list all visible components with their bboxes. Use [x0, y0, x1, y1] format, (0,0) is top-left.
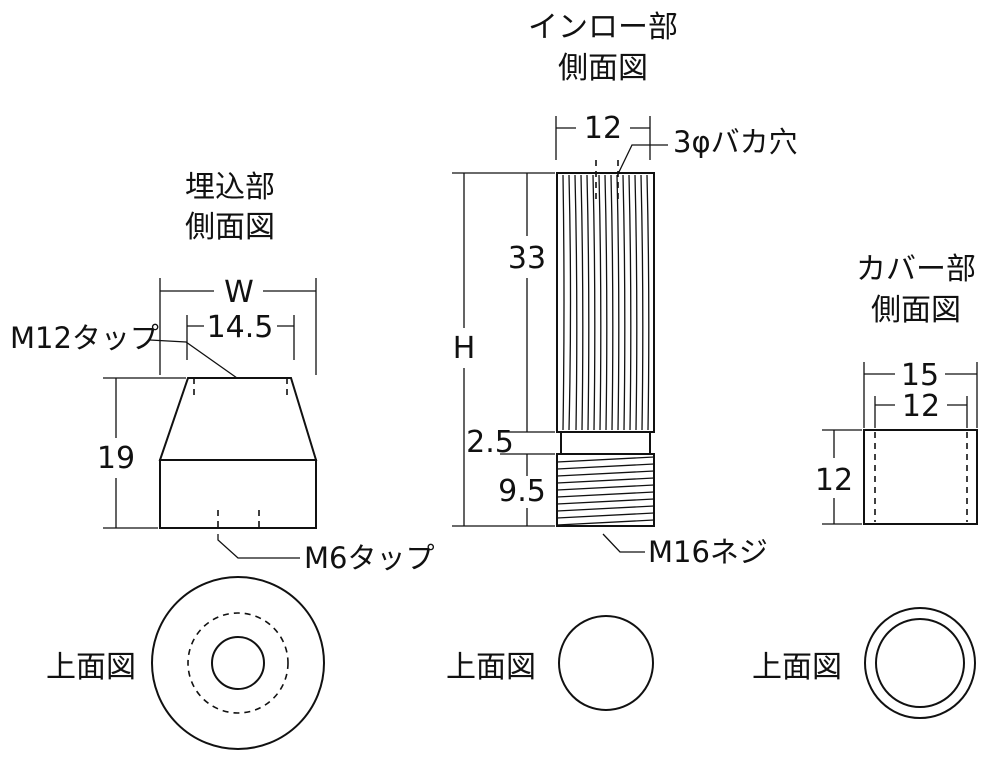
embed-tap-bottom-label: M6タップ — [304, 541, 434, 575]
embed-title-line2: 側面図 — [185, 210, 275, 245]
spigot-dim-width: 12 — [555, 111, 651, 160]
spigot-thread-lines — [556, 456, 655, 526]
spigot-top-view-circle — [558, 615, 654, 711]
spigot-title-line1: インロー部 — [528, 10, 678, 45]
cover-dim-inner: 12 — [874, 389, 968, 428]
embed-top-view-hole — [211, 636, 265, 690]
embed-taper-body — [158, 377, 318, 461]
embed-title-line1: 埋込部 — [185, 170, 275, 205]
spigot-dim-segments: 33 2.5 9.5 — [466, 173, 555, 526]
embed-top-view-label: 上面図 — [46, 650, 136, 685]
embed-top-view-tap-circle — [187, 612, 289, 714]
spigot-neck — [560, 431, 651, 455]
spigot-hole-leader — [617, 144, 668, 175]
embed-dim-height: 19 — [97, 377, 186, 529]
cover-dim-inner-label: 12 — [902, 389, 940, 424]
spigot-dim-thread-label: 9.5 — [498, 474, 546, 509]
embed-tap-top-label: M12タップ — [10, 321, 159, 355]
embed-top-view-outer — [151, 576, 325, 750]
cover-body — [863, 429, 978, 525]
spigot-dim-total-height-label: H — [453, 331, 476, 366]
spigot-part: インロー部 側面図 12 3φバカ穴 — [446, 10, 798, 711]
cover-top-view-label: 上面図 — [752, 650, 842, 685]
spigot-dim-width-label: 12 — [584, 111, 622, 146]
spigot-dim-upper-label: 33 — [508, 241, 546, 276]
cover-dim-outer: 15 — [863, 358, 978, 428]
embed-tap-top-leader — [149, 339, 238, 379]
cover-dim-height: 12 — [815, 429, 862, 525]
spigot-top-view-label: 上面図 — [446, 650, 536, 685]
embed-base-body — [159, 459, 317, 529]
spigot-thread-leader — [602, 533, 645, 553]
spigot-hole-label: 3φバカ穴 — [673, 125, 798, 159]
cover-top-view-outer — [864, 607, 976, 719]
embed-dim-width: W — [159, 275, 317, 375]
spigot-title-line2: 側面図 — [558, 51, 648, 86]
embed-dim-height-label: 19 — [97, 441, 135, 476]
cover-dim-outer-label: 15 — [901, 358, 939, 393]
embed-dim-inner: 14.5 — [186, 310, 295, 360]
spigot-dim-total-height: H — [452, 172, 555, 527]
cover-dim-height-label: 12 — [815, 463, 853, 498]
cover-title-line2: 側面図 — [871, 293, 961, 328]
cover-part: カバー部 側面図 15 12 12 — [752, 252, 978, 719]
spigot-dim-middle-label: 2.5 — [466, 425, 514, 460]
embed-dim-inner-label: 14.5 — [207, 310, 274, 345]
spigot-knurl-lines — [562, 174, 650, 431]
embed-part: 埋込部 側面図 W 14.5 M12タップ — [10, 170, 434, 750]
cover-title-line1: カバー部 — [856, 252, 976, 287]
embed-tap-bottom-leader — [217, 534, 300, 559]
cover-top-view-inner — [875, 618, 965, 708]
embed-dim-width-label: W — [224, 275, 254, 310]
spigot-thread-label: M16ネジ — [648, 535, 768, 569]
